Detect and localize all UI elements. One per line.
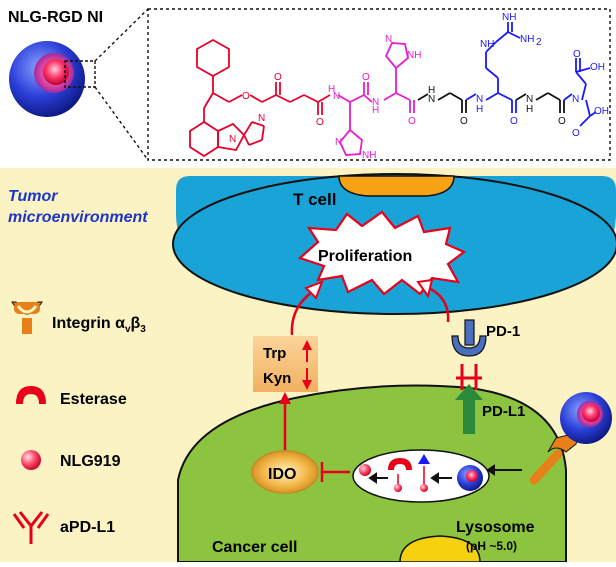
- legend-nlg919-label: NLG919: [60, 453, 121, 470]
- ido-enzyme: [251, 450, 319, 494]
- atom-o: O: [573, 49, 581, 60]
- atom-h: H: [328, 84, 335, 95]
- glycine-atoms: N H O: [428, 85, 468, 127]
- lysosome-arrows: [368, 464, 522, 484]
- esterase-cleaving: [388, 458, 412, 492]
- structure-box: [147, 8, 611, 161]
- pd1-label: PD-1: [486, 323, 520, 340]
- nanoparticle-top: [9, 41, 96, 117]
- atom-o: O: [572, 128, 580, 139]
- arrow-to-proliferation-right: [416, 278, 450, 323]
- histidine-moiety: [337, 42, 415, 156]
- atom-o: O: [362, 72, 370, 83]
- legend-apdl1-label: aPD-L1: [60, 519, 115, 536]
- pd1-receptor: [451, 319, 487, 357]
- lysosome: [352, 449, 490, 503]
- kyn-down-arrow: [302, 368, 312, 390]
- nanoparticle-bound: [560, 392, 612, 444]
- atom-nh: NH: [502, 12, 516, 23]
- atom-n: N: [385, 34, 392, 45]
- proliferation-label: Proliferation: [318, 248, 412, 265]
- atom-n: N: [572, 94, 579, 105]
- atom-nh: NH: [362, 150, 376, 161]
- glycine-moiety: [417, 92, 467, 113]
- lysosome-ph: (pH ~5.0): [466, 539, 517, 553]
- legend-nlg919-icon: [21, 450, 41, 470]
- atom-h: H: [526, 104, 533, 115]
- atom-h: H: [476, 104, 483, 115]
- rgd-fragment: [418, 454, 430, 492]
- atom-o: O: [558, 116, 566, 127]
- legend-integrin-label: Integrin αvβ3: [52, 315, 146, 335]
- histidine-atoms: N H O N H O N NH N NH: [328, 34, 421, 161]
- atom-nh: NH: [480, 39, 494, 50]
- legend-esterase-label: Esterase: [60, 391, 127, 408]
- atom-n: N: [526, 94, 533, 105]
- atom-n: N: [428, 94, 435, 105]
- released-nlg919: [359, 464, 371, 476]
- glycine2-atoms: N H O: [526, 94, 566, 127]
- trp-up-arrow: [302, 340, 312, 362]
- atom-n: N: [335, 137, 342, 148]
- cancer-cell-nucleus: [399, 535, 481, 563]
- environment-label-2: microenvironment: [8, 209, 148, 226]
- atom-n: N: [258, 113, 265, 124]
- kyn-label: Kyn: [263, 370, 291, 387]
- trp-label: Trp: [263, 345, 286, 362]
- atom-nh2: NH: [520, 34, 534, 45]
- proliferation-burst: [297, 210, 467, 296]
- nlg919-atoms: O O O N N: [229, 72, 324, 145]
- atom-oh: OH: [594, 106, 609, 117]
- atom-nh2-subscript: 2: [536, 37, 542, 48]
- legend-integrin-icon: [11, 301, 43, 334]
- ido-inhibition: [320, 462, 350, 482]
- title: NLG-RGD NI: [8, 9, 103, 26]
- ido-label: IDO: [268, 466, 296, 483]
- zoom-lines: [94, 8, 149, 161]
- atom-h: H: [372, 105, 379, 116]
- atom-h: H: [428, 85, 435, 96]
- t-cell-label: T cell: [293, 190, 336, 209]
- nanoparticle-in-lysosome: [457, 465, 483, 491]
- pdl1-green-arrow: [455, 384, 483, 434]
- atom-o: O: [460, 116, 468, 127]
- aspartate-moiety: [563, 58, 597, 127]
- pdl1-label: PD-L1: [482, 403, 525, 420]
- lysosome-label: Lysosome: [456, 519, 535, 536]
- nlg919-moiety: [189, 38, 331, 158]
- atom-o: O: [274, 72, 282, 83]
- atom-o: O: [408, 116, 416, 127]
- t-cell-nucleus: [338, 175, 455, 197]
- atom-n: N: [372, 97, 379, 108]
- arginine-atoms: N H NH NH NH 2 O: [476, 12, 542, 127]
- ido-to-trp-arrow: [279, 392, 291, 450]
- cancer-cell-label: Cancer cell: [212, 539, 297, 556]
- atom-o: O: [242, 91, 250, 102]
- legend-apdl1-icon: [12, 511, 50, 544]
- atom-nh: NH: [407, 50, 421, 61]
- apdl1-antibody-bound: [456, 364, 482, 390]
- aspartate-atoms: N O OH O OH: [572, 49, 609, 139]
- arginine-moiety: [465, 22, 521, 113]
- arrow-to-proliferation-left: [290, 280, 324, 336]
- atom-n: N: [476, 94, 483, 105]
- glycine2-moiety: [515, 92, 565, 113]
- environment-label-1: Tumor: [8, 188, 58, 205]
- atom-o: O: [316, 117, 324, 128]
- atom-nh: N: [333, 91, 340, 102]
- atom-o: O: [510, 116, 518, 127]
- atom-n: N: [229, 134, 236, 145]
- legend-esterase-icon: [16, 386, 46, 404]
- atom-oh: OH: [590, 62, 605, 73]
